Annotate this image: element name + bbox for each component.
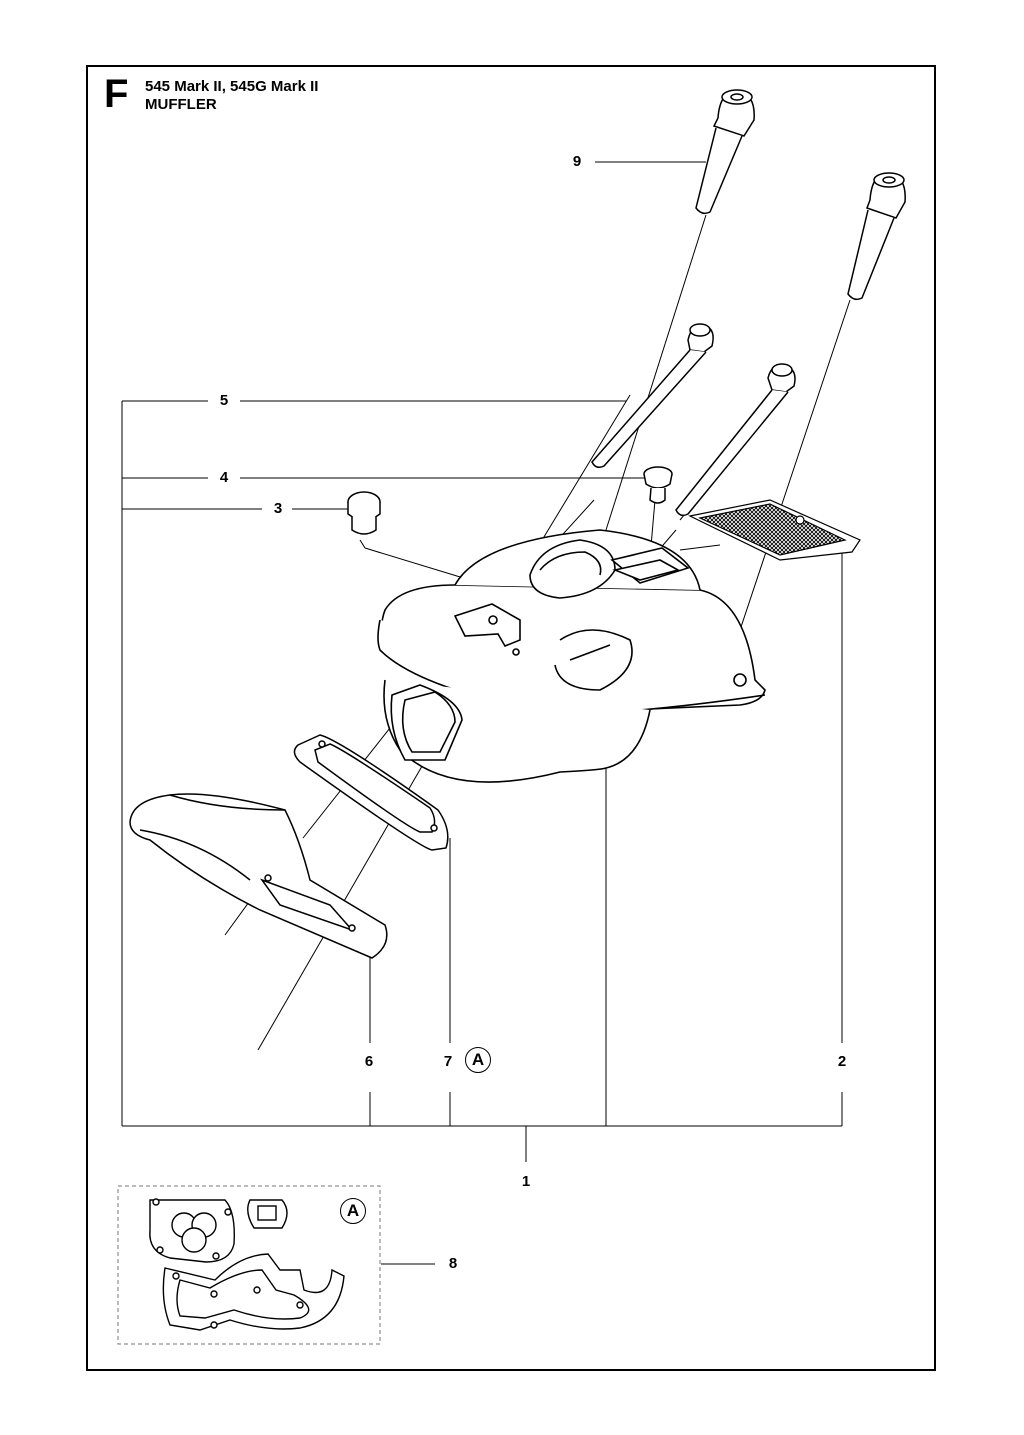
assembly-title: MUFFLER	[145, 96, 217, 113]
screw-9-icon	[695, 89, 755, 215]
callout-1: 1	[521, 1173, 531, 1190]
assembly-bracket	[121, 161, 843, 1162]
plug-3-icon	[347, 491, 381, 535]
callout-2: 2	[837, 1053, 847, 1070]
gasket-kit-inset	[117, 1185, 381, 1345]
callout-7: 7	[443, 1053, 453, 1070]
callout-8: 8	[448, 1255, 458, 1272]
drawing-frame	[86, 65, 936, 1371]
muffler-body-icon	[377, 529, 766, 783]
inset-kit-tag-a: A	[340, 1198, 366, 1224]
stud-5b-icon	[675, 363, 796, 517]
callout-6: 6	[364, 1053, 374, 1070]
spark-screen-2-icon	[688, 499, 861, 561]
callout-5: 5	[219, 392, 229, 409]
callout-3: 3	[273, 500, 283, 517]
model-title: 545 Mark II, 545G Mark II	[145, 78, 319, 95]
screw-2-icon	[847, 172, 906, 301]
callout-4: 4	[219, 469, 229, 486]
deflector-6-icon	[129, 793, 388, 959]
kit-tag-a: A	[465, 1047, 491, 1073]
screw-4-icon	[643, 466, 673, 504]
gasket-7-icon	[293, 734, 449, 851]
section-letter: F	[104, 72, 129, 116]
stud-5-icon	[591, 323, 714, 469]
callout-9: 9	[572, 153, 582, 170]
